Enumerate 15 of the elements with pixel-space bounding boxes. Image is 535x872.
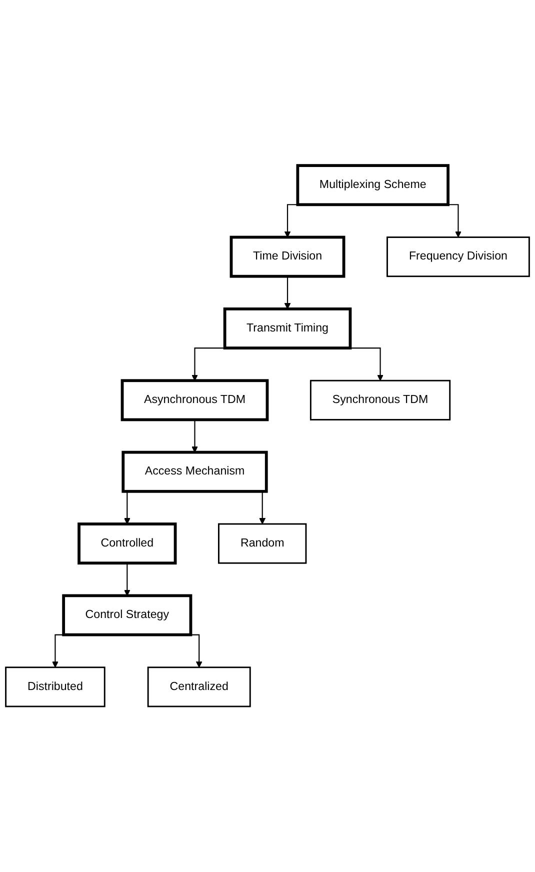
arrow <box>192 419 198 453</box>
node-box: Synchronous TDM <box>310 380 451 420</box>
node-box: Frequency Division <box>386 236 530 278</box>
node-box: Random <box>218 523 307 564</box>
node-box: Control Strategy <box>62 594 192 636</box>
node-box: Access Mechanism <box>122 450 268 493</box>
node-box: Transmit Timing <box>223 307 352 350</box>
arrow <box>124 562 130 596</box>
node-box: Centralized <box>147 666 251 708</box>
node-box: Controlled <box>78 522 177 565</box>
node-box: Distributed <box>5 666 106 708</box>
node-box: Multiplexing Scheme <box>296 164 450 206</box>
node-box: Time Division <box>230 236 346 278</box>
node-box: Asynchronous TDM <box>120 379 269 422</box>
arrow <box>284 276 291 310</box>
